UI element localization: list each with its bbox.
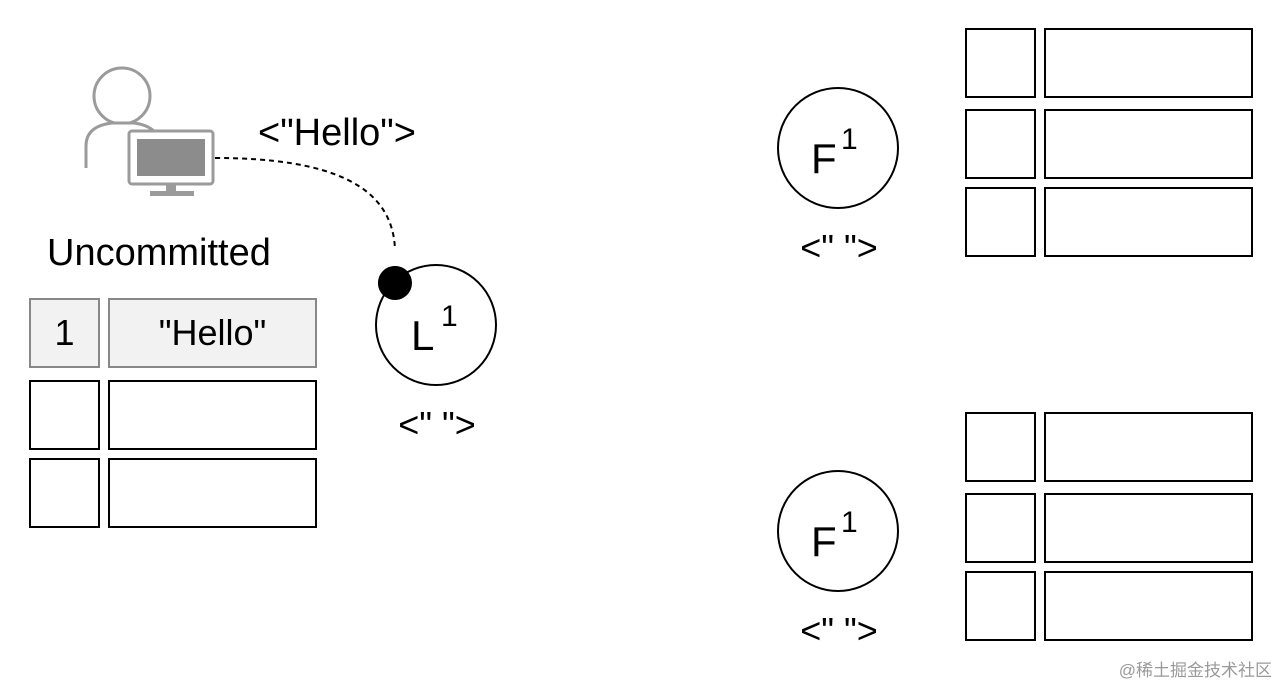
follower-node: F 1 [777, 470, 899, 592]
follower-term: 1 [841, 123, 858, 156]
follower1-log-value [1044, 109, 1253, 179]
follower2-log-value [1044, 571, 1253, 641]
follower-letter: F [811, 135, 837, 182]
follower-term: 1 [841, 506, 858, 539]
follower-letter: F [811, 518, 837, 565]
replication-request-line [214, 157, 396, 251]
follower1-log-value [1044, 187, 1253, 257]
follower2-log-value [1044, 493, 1253, 563]
uncommitted-entry-value [108, 458, 317, 528]
leader-connection-dot [378, 266, 412, 300]
follower2-log-index [965, 571, 1036, 641]
follower-node: F 1 [777, 87, 899, 209]
leader-value: <" "> [398, 404, 476, 445]
uncommitted-entry-index [29, 380, 100, 450]
follower2-log-value [1044, 412, 1253, 482]
follower1-log-index [965, 109, 1036, 179]
uncommitted-entry-index: 1 [29, 298, 100, 368]
follower1-log-index [965, 28, 1036, 98]
uncommitted-entry-index [29, 458, 100, 528]
user-computer-icon [84, 66, 215, 196]
watermark: @稀土掘金技术社区 [1118, 661, 1272, 680]
uncommitted-entry-value [108, 380, 317, 450]
uncommitted-title: Uncommitted [47, 232, 271, 274]
client-message-label: <"Hello"> [258, 112, 416, 154]
follower2-log-index [965, 412, 1036, 482]
follower-value: <" "> [800, 227, 878, 268]
leader-term: 1 [441, 300, 458, 333]
follower-value: <" "> [800, 610, 878, 651]
follower2-log-index [965, 493, 1036, 563]
follower1-log-value [1044, 28, 1253, 98]
uncommitted-entry-value: "Hello" [108, 298, 317, 368]
follower1-log-index [965, 187, 1036, 257]
leader-letter: L [411, 312, 435, 359]
